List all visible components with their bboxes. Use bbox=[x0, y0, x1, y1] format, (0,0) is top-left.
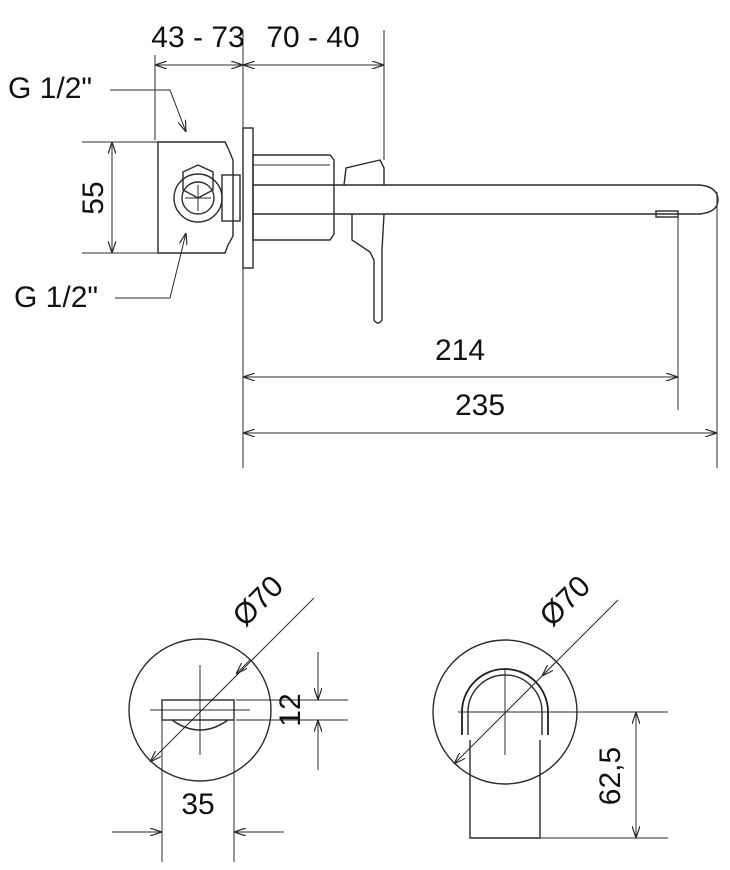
lever-handle-front bbox=[469, 740, 541, 839]
cartridge-arc-inner bbox=[177, 723, 223, 731]
dim-overall-length: 235 bbox=[455, 389, 505, 422]
wall-plate bbox=[242, 127, 254, 269]
dim-wall-depth: 43 - 73 bbox=[151, 21, 244, 54]
valve-inner-ring bbox=[181, 181, 215, 215]
dim-diameter-left: Ø70 bbox=[227, 570, 290, 633]
front-view-body: Ø70 12 35 bbox=[112, 570, 348, 862]
lever-top bbox=[343, 159, 385, 186]
valve-cartridge bbox=[221, 174, 241, 222]
dim-projection: 70 - 40 bbox=[266, 21, 359, 54]
thread-label-top: G 1/2" bbox=[8, 72, 92, 105]
hex-nut-icon bbox=[182, 164, 214, 199]
lever-handle bbox=[351, 213, 385, 324]
dim-width-left: 35 bbox=[181, 788, 214, 821]
dim-height-left: 12 bbox=[274, 693, 307, 726]
dim-spout-reach: 214 bbox=[435, 334, 485, 367]
dim-diameter-right: Ø70 bbox=[534, 570, 597, 633]
leader-thread-bottom bbox=[115, 233, 186, 299]
cartridge-slot bbox=[161, 699, 235, 721]
aerator bbox=[655, 210, 679, 218]
side-view: 43 - 73 70 - 40 55 G 1/2" G 1/2" bbox=[8, 21, 719, 468]
dim-line-diameter bbox=[150, 597, 315, 762]
mixer-body bbox=[252, 154, 335, 241]
front-view-lever: Ø70 62,5 bbox=[432, 570, 668, 839]
dim-arrow-diameter bbox=[542, 661, 557, 676]
concealed-valve-body bbox=[157, 141, 234, 254]
dim-inlet-spacing: 55 bbox=[77, 181, 110, 214]
spout bbox=[253, 184, 719, 215]
wall-plate-circle bbox=[128, 638, 272, 782]
dim-arrow-diameter bbox=[236, 659, 251, 674]
dim-line-diameter bbox=[454, 599, 619, 764]
dim-height-right: 62,5 bbox=[594, 747, 627, 805]
thread-label-bottom: G 1/2" bbox=[14, 281, 98, 314]
leader-thread-top bbox=[110, 89, 186, 132]
